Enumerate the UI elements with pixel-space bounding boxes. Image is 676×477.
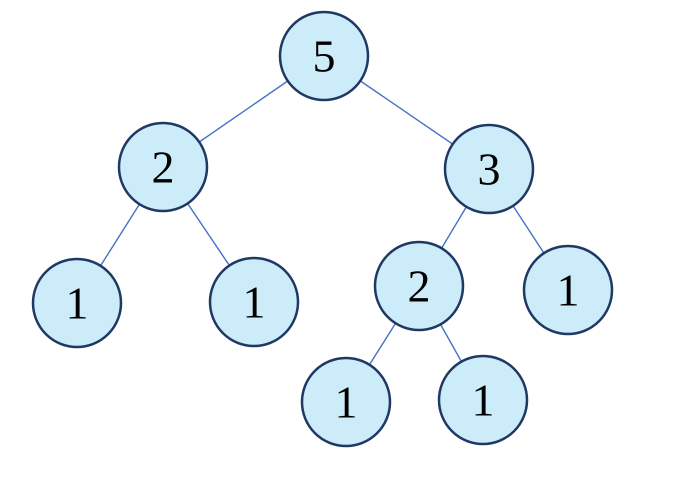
tree-node-circle	[31, 257, 123, 349]
tree-node-label: 1	[243, 277, 266, 328]
tree-node-circle	[208, 256, 300, 348]
tree-node-l: 2	[117, 121, 209, 213]
tree-node-circle	[443, 123, 535, 215]
tree-node-label: 3	[478, 144, 501, 195]
tree-node-ll: 1	[31, 257, 123, 349]
tree-node-circle	[373, 240, 465, 332]
tree-node-root: 5	[278, 10, 370, 102]
tree-node-rl: 2	[373, 240, 465, 332]
tree-node-rll: 1	[300, 356, 392, 448]
tree-node-circle	[278, 10, 370, 102]
tree-node-label: 2	[152, 142, 175, 193]
tree-node-circle	[437, 354, 529, 446]
tree-node-rlr: 1	[437, 354, 529, 446]
tree-node-label: 5	[313, 31, 336, 82]
tree-node-circle	[300, 356, 392, 448]
tree-node-circle	[522, 244, 614, 336]
tree-node-label: 1	[557, 265, 580, 316]
tree-node-r: 3	[443, 123, 535, 215]
tree-node-label: 1	[472, 375, 495, 426]
tree-node-circle	[117, 121, 209, 213]
tree-node-label: 2	[408, 261, 431, 312]
tree-node-rr: 1	[522, 244, 614, 336]
tree-node-label: 1	[66, 278, 89, 329]
tree-node-label: 1	[335, 377, 358, 428]
tree-node-lr: 1	[208, 256, 300, 348]
